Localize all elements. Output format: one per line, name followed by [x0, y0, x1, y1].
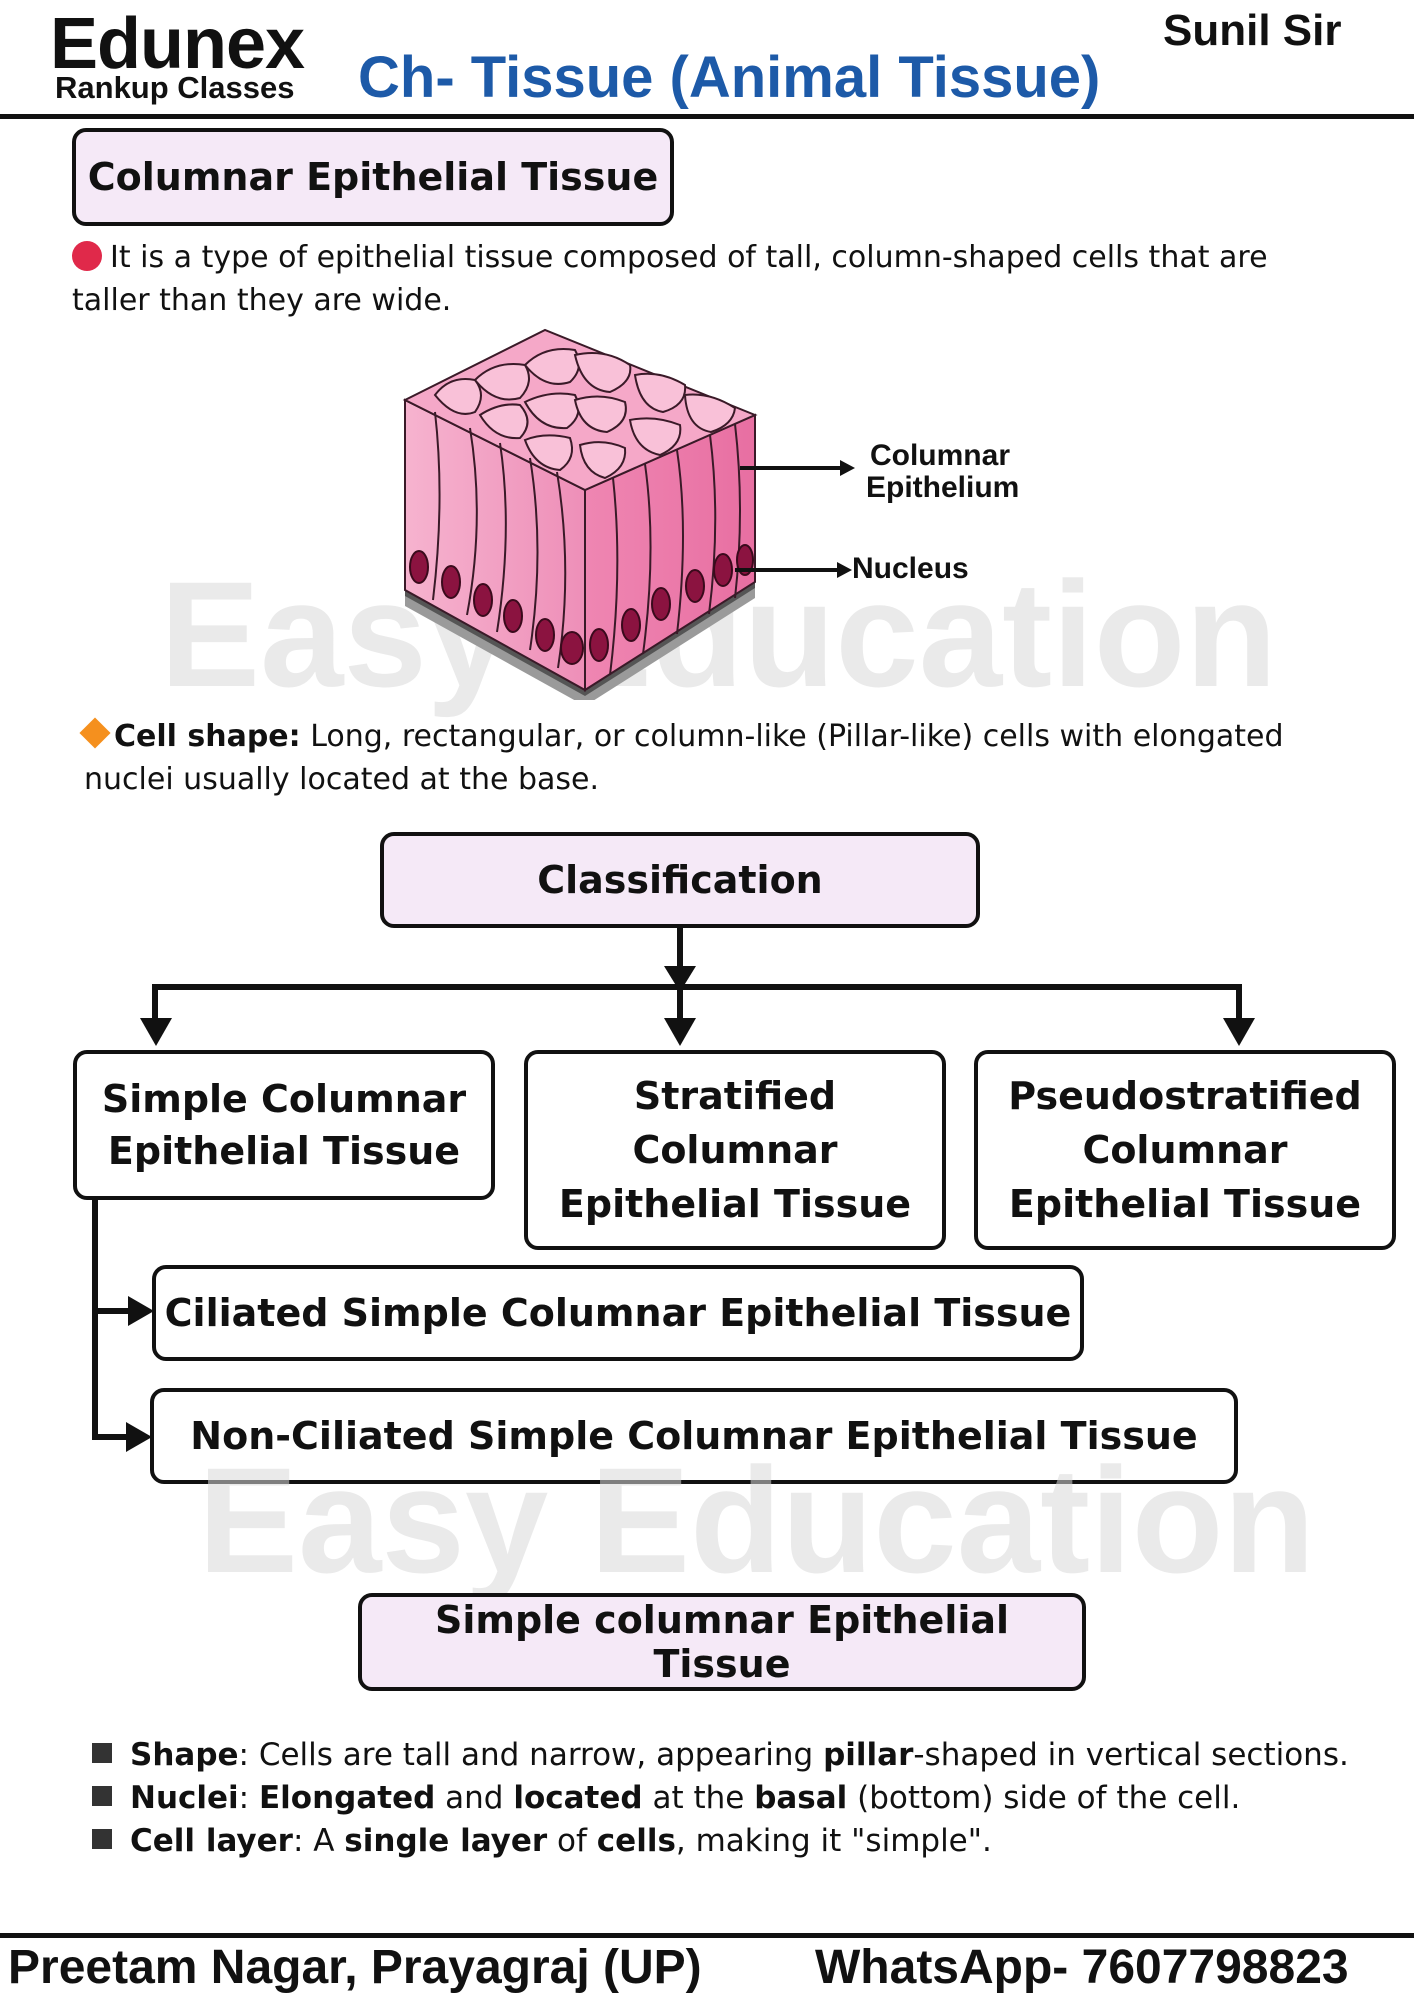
subtype-ciliated: Ciliated Simple Columnar Epithelial Tiss… — [152, 1265, 1084, 1361]
type-stratified-text: Stratified Columnar Epithelial Tissue — [558, 1074, 912, 1226]
chapter-title: Ch- Tissue (Animal Tissue) — [358, 45, 1101, 110]
notes-list: Shape: Cells are tall and narrow, appear… — [92, 1734, 1392, 1863]
simple-section-title: Simple columnar Epithelial Tissue — [358, 1593, 1086, 1691]
label-columnar: Columnar — [869, 439, 1010, 472]
footer-address: Preetam Nagar, Prayagraj (UP) — [8, 1941, 702, 1994]
classification-title-text: Classification — [537, 858, 823, 902]
arrow-nucleus-icon — [837, 562, 852, 578]
arrow-right-icon — [126, 1422, 152, 1452]
simple-section-title-text: Simple columnar Epithelial Tissue — [434, 1598, 1010, 1686]
type-pseudostratified-columnar: Pseudostratified Columnar Epithelial Tis… — [974, 1050, 1396, 1250]
subtype-non-ciliated-text: Non-Ciliated Simple Columnar Epithelial … — [190, 1414, 1198, 1458]
definition-paragraph: It is a type of epithelial tissue compos… — [72, 236, 1352, 322]
classification-title: Classification — [380, 832, 980, 928]
cell-shape-label: Cell shape: — [114, 719, 301, 754]
square-bullet-icon — [92, 1786, 112, 1806]
arrow-down-icon — [664, 1018, 696, 1046]
cell-shape-text: Long, rectangular, or column-like (Pilla… — [84, 719, 1284, 797]
arrow-down-icon — [1223, 1018, 1255, 1046]
cell-shape-paragraph: Cell shape: Long, rectangular, or column… — [79, 715, 1354, 801]
label-epithelium: Epithelium — [866, 471, 1020, 504]
footer-contact: WhatsApp- 7607798823 — [815, 1941, 1349, 1994]
subtype-ciliated-text: Ciliated Simple Columnar Epithelial Tiss… — [164, 1291, 1072, 1335]
note-item: Nuclei: Elongated and located at the bas… — [92, 1777, 1392, 1820]
type-stratified-columnar: Stratified Columnar Epithelial Tissue — [524, 1050, 946, 1250]
type-simple-text: Simple Columnar Epithelial Tissue — [101, 1077, 467, 1173]
label-columnar-epithelium: Columnar Epithelium — [866, 439, 1020, 504]
square-bullet-icon — [92, 1829, 112, 1849]
section-title-text: Columnar Epithelial Tissue — [87, 155, 659, 199]
square-bullet-icon — [92, 1743, 112, 1763]
type-simple-columnar: Simple Columnar Epithelial Tissue — [73, 1050, 495, 1200]
brand-subtitle: Rankup Classes — [55, 70, 295, 105]
arrow-down-icon — [664, 966, 696, 992]
definition-text: It is a type of epithelial tissue compos… — [72, 240, 1268, 318]
columnar-epithelium-diagram — [402, 328, 855, 700]
arrow-right-icon — [128, 1296, 154, 1326]
orange-diamond-icon — [79, 717, 111, 749]
nuclei — [409, 544, 754, 665]
type-pseudostratified-text: Pseudostratified Columnar Epithelial Tis… — [1008, 1074, 1362, 1226]
author-name: Sunil Sir — [1163, 6, 1342, 55]
arrow-epithelium-icon — [840, 460, 855, 476]
arrow-down-icon — [140, 1018, 172, 1046]
note-item: Cell layer: A single layer of cells, mak… — [92, 1820, 1392, 1863]
header-divider — [0, 114, 1414, 119]
label-nucleus: Nucleus — [852, 552, 969, 585]
note-item: Shape: Cells are tall and narrow, appear… — [92, 1734, 1392, 1777]
watermark: Easy Education — [198, 1436, 1316, 1604]
red-bullet-icon — [72, 241, 102, 271]
brand-logo-text: Edunex — [50, 4, 305, 84]
subtype-non-ciliated: Non-Ciliated Simple Columnar Epithelial … — [150, 1388, 1238, 1484]
section-title: Columnar Epithelial Tissue — [72, 128, 674, 226]
footer-divider — [0, 1933, 1414, 1938]
